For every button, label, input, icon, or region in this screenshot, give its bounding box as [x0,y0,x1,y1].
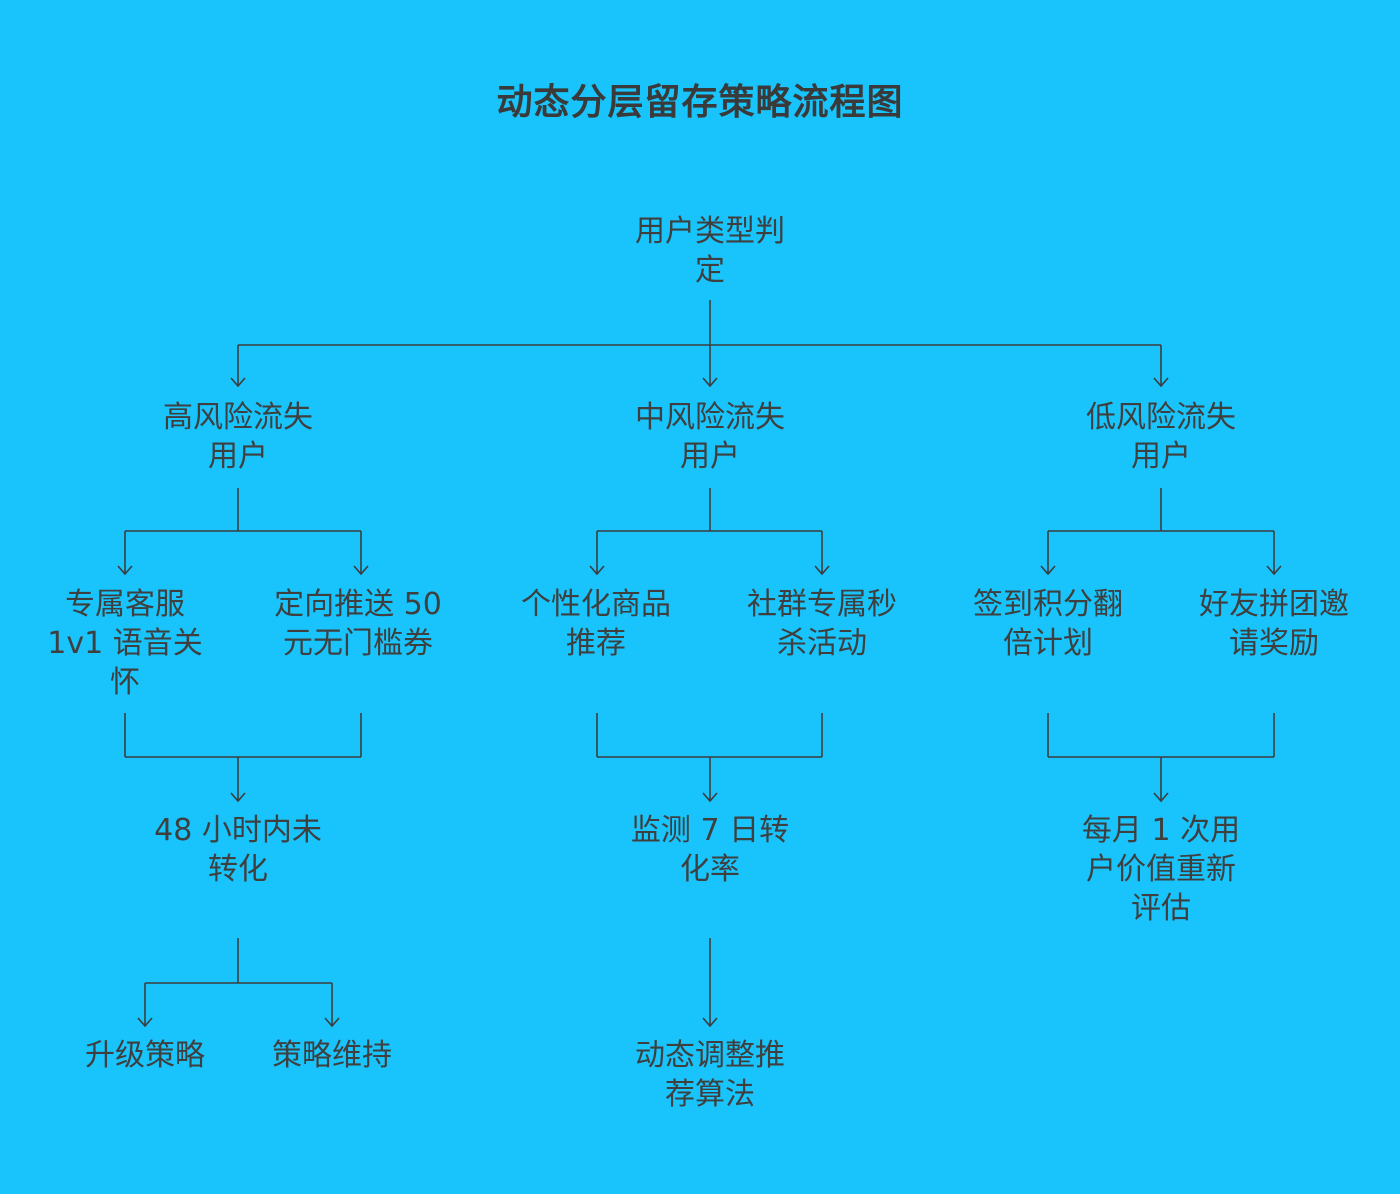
node-text-line: 怀 [110,665,140,700]
node-adjust-algorithm: 动态调整推荐算法 [610,1036,810,1114]
node-text-line: 社群专属秒 [747,587,897,622]
node-text-line: 元无门槛券 [283,626,433,661]
arrowhead [702,377,718,388]
diagram-title: 动态分层留存策略流程图 [496,82,904,123]
node-text-line: 中风险流失 [635,400,785,435]
node-text-line: 高风险流失 [163,400,313,435]
node-text-line: 定向推送 50 [274,587,442,622]
node-text-line: 定 [695,253,725,288]
arrowhead [230,792,246,803]
node-high-risk-users: 高风险流失用户 [138,398,338,476]
arrowhead [814,565,830,576]
node-text-line: 用户 [208,439,268,474]
node-user-type-decision: 用户类型判定 [610,212,810,290]
node-text-line: 专属客服 [65,587,185,622]
node-text-line: 倍计划 [1003,626,1093,661]
node-text-line: 个性化商品 [521,587,671,622]
arrowhead [1266,565,1282,576]
arrowhead [324,1017,340,1028]
node-text-line: 转化 [208,852,268,887]
node-text-line: 1v1 语音关 [47,626,203,661]
node-text-line: 杀活动 [777,626,867,661]
node-monitor-7day-conversion: 监测 7 日转化率 [600,811,820,889]
node-text-line: 用户 [680,439,740,474]
node-text-line: 用户类型判 [635,214,785,249]
node-low-risk-users: 低风险流失用户 [1061,398,1261,476]
node-48h-not-converted: 48 小时内未转化 [128,811,348,889]
node-text-line: 推荐 [566,626,626,661]
arrowhead [230,377,246,388]
node-text-line: 动态调整推 [635,1038,785,1073]
node-upgrade-strategy: 升级策略 [45,1036,245,1075]
node-text-line: 监测 7 日转 [630,813,790,848]
node-text-line: 户价值重新 [1086,852,1236,887]
node-text-line: 评估 [1131,891,1191,926]
arrowhead [702,792,718,803]
arrowhead [137,1017,153,1028]
node-mid-risk-users: 中风险流失用户 [610,398,810,476]
arrowhead [702,1017,718,1028]
arrowhead [353,565,369,576]
node-text-line: 策略维持 [272,1038,392,1073]
arrowhead [117,565,133,576]
node-text-line: 好友拼团邀 [1199,587,1349,622]
node-text-line: 低风险流失 [1086,400,1236,435]
node-text-line: 签到积分翻 [973,587,1123,622]
node-monthly-value-eval: 每月 1 次用户价值重新评估 [1051,811,1271,928]
node-text-line: 请奖励 [1229,626,1319,661]
node-text-line: 48 小时内未 [154,813,322,848]
arrowhead [589,565,605,576]
node-vip-voice-care: 专属客服 1v1 语音关怀 [25,585,225,702]
node-maintain-strategy: 策略维持 [232,1036,432,1075]
node-text-line: 用户 [1131,439,1191,474]
node-text-line: 化率 [680,852,740,887]
arrowhead [1153,377,1169,388]
arrowhead [1040,565,1056,576]
node-text-line: 荐算法 [665,1077,755,1112]
node-personalized-goods: 个性化商品推荐 [496,585,696,663]
node-text-line: 每月 1 次用 [1081,813,1241,848]
arrowhead [1153,792,1169,803]
node-checkin-points: 签到积分翻倍计划 [948,585,1148,663]
node-community-flash-sale: 社群专属秒杀活动 [722,585,922,663]
node-text-line: 升级策略 [85,1038,205,1073]
node-coupon-push: 定向推送 50 元无门槛券 [248,585,468,663]
node-group-invite-reward: 好友拼团邀请奖励 [1174,585,1374,663]
